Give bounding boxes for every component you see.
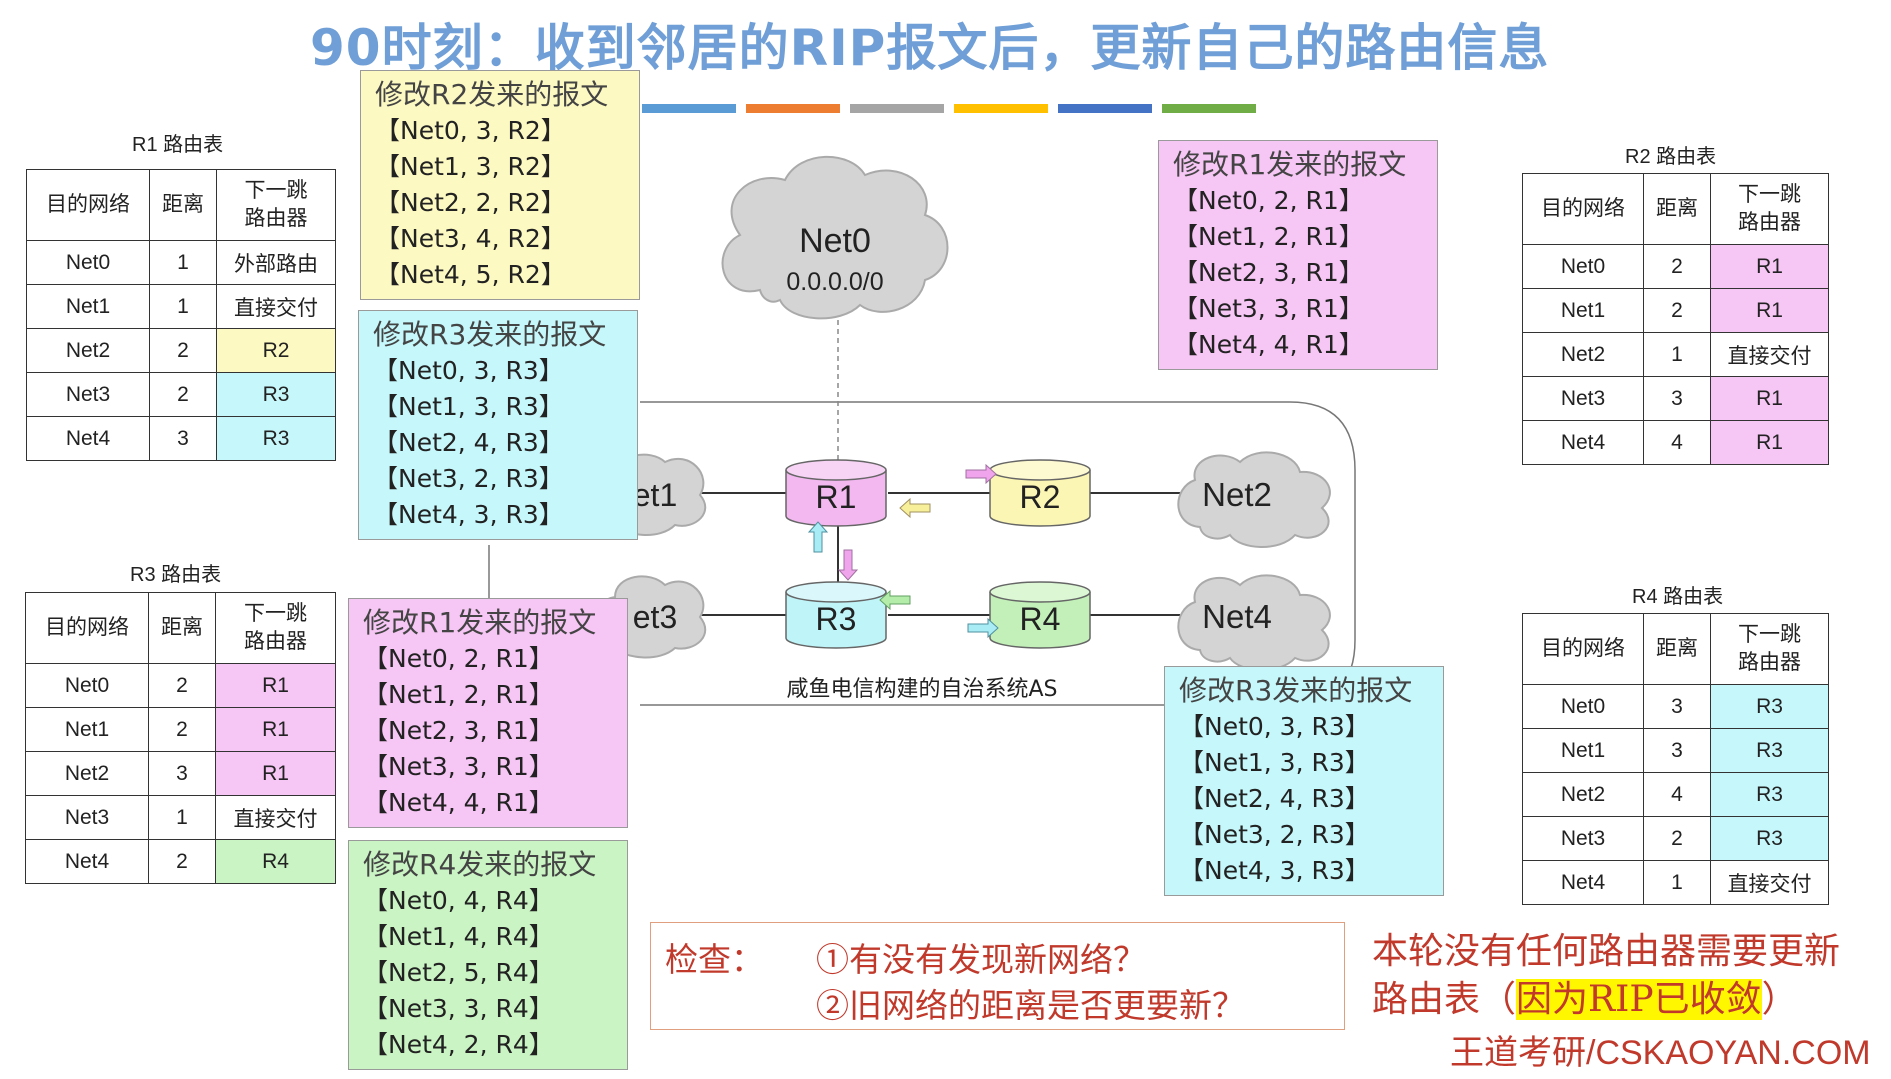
arrow-r2-to-r1 bbox=[899, 497, 931, 519]
net2-label: Net2 bbox=[1202, 476, 1272, 513]
brand-watermark: 王道考研/CSKAOYAN.COM bbox=[1450, 1034, 1871, 1072]
message-box-r3-to-r4: 修改R3发来的报文 【Net0, 3, R3】 【Net1, 3, R3】 【N… bbox=[1164, 666, 1444, 896]
router-r3-label: R3 bbox=[816, 601, 857, 637]
conclusion-text: 本轮没有任何路由器需要更新路由表（因为RIP已收敛） bbox=[1372, 928, 1852, 1024]
message-box-r3-to-r1: 修改R3发来的报文 【Net0, 3, R3】 【Net1, 3, R3】 【N… bbox=[358, 310, 638, 540]
col-dist: 距离 bbox=[149, 169, 217, 241]
col-next: 下一跳路由器 bbox=[216, 169, 336, 241]
conclusion-part-2: ） bbox=[1761, 979, 1798, 1020]
message-box-r1-to-r2: 修改R1发来的报文 【Net0, 2, R1】 【Net1, 2, R1】 【N… bbox=[1158, 140, 1438, 370]
arrow-r1-to-r3 bbox=[837, 549, 859, 581]
net3-label: et3 bbox=[633, 599, 677, 635]
color-bar-1 bbox=[642, 104, 736, 113]
table-header-row: 目的网络 距离 下一跳路由器 bbox=[26, 169, 336, 241]
check-box: 检查： ①有没有发现新网络？ ②旧网络的距离是否更要新？ bbox=[650, 922, 1345, 1030]
arrow-r1-to-r2 bbox=[965, 463, 997, 485]
table-header-row: 目的网络 距离 下一跳路由器 bbox=[1522, 613, 1829, 685]
color-bar-2 bbox=[746, 104, 840, 113]
color-bar-4 bbox=[954, 104, 1048, 113]
color-bar-5 bbox=[1058, 104, 1152, 113]
net0-label: Net0 bbox=[799, 222, 871, 260]
router-r1-label: R1 bbox=[816, 479, 857, 515]
r4-table-title: R4 路由表 bbox=[1632, 586, 1724, 608]
check-label: 检查： bbox=[665, 940, 764, 979]
check-question-1: ①有没有发现新网络？ bbox=[816, 940, 1146, 979]
router-r4-label: R4 bbox=[1020, 601, 1061, 637]
color-bar-3 bbox=[850, 104, 944, 113]
net0-cloud bbox=[721, 155, 949, 320]
router-r1 bbox=[785, 459, 887, 527]
net2-cloud bbox=[1177, 451, 1331, 548]
r1-table-title: R1 路由表 bbox=[132, 134, 224, 156]
as-label: 咸鱼电信构建的自治系统AS bbox=[786, 677, 1057, 702]
router-r2-label: R2 bbox=[1020, 479, 1061, 515]
color-bar-6 bbox=[1162, 104, 1256, 113]
conclusion-highlight: 因为RIP已收敛 bbox=[1516, 979, 1762, 1020]
col-dest: 目的网络 bbox=[26, 169, 150, 241]
net4-label: Net4 bbox=[1202, 598, 1272, 635]
r2-table-title: R2 路由表 bbox=[1625, 146, 1717, 168]
net1-label: et1 bbox=[633, 477, 677, 513]
arrow-r3-to-r1 bbox=[807, 521, 829, 553]
r3-table-title: R3 路由表 bbox=[130, 564, 222, 586]
page-title: 90时刻：收到邻居的RIP报文后，更新自己的路由信息 bbox=[310, 19, 1550, 77]
arrow-r4-to-r3 bbox=[879, 589, 911, 611]
arrow-r3-to-r4 bbox=[967, 617, 999, 639]
net0-address: 0.0.0.0/0 bbox=[786, 268, 883, 296]
message-box-r2-to-r1: 修改R2发来的报文 【Net0, 3, R2】 【Net1, 3, R2】 【N… bbox=[360, 70, 640, 300]
table-header-row: 目的网络 距离 下一跳路由器 bbox=[1522, 173, 1829, 245]
conclusion-part-1: 本轮没有任何路由器需要更新路由表（ bbox=[1372, 931, 1841, 1020]
router-r3 bbox=[785, 581, 887, 649]
message-box-r4-to-r3: 修改R4发来的报文 【Net0, 4, R4】 【Net1, 4, R4】 【N… bbox=[348, 840, 628, 1070]
message-box-r1-to-r3: 修改R1发来的报文 【Net0, 2, R1】 【Net1, 2, R1】 【N… bbox=[348, 598, 628, 828]
router-r4 bbox=[989, 581, 1091, 649]
check-question-2: ②旧网络的距离是否更要新？ bbox=[816, 986, 1245, 1025]
table-header-row: 目的网络 距离 下一跳路由器 bbox=[25, 592, 336, 664]
